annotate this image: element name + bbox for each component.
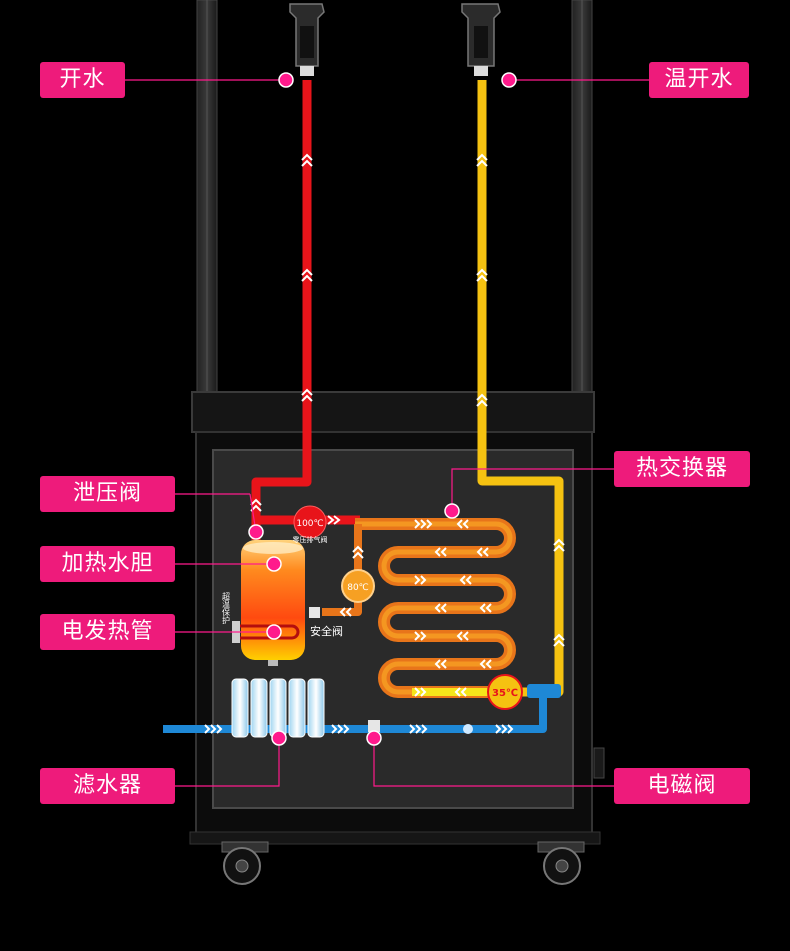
- leader-lines: [125, 79, 649, 787]
- exhaust-valve-label: 零压排气阀: [293, 535, 328, 544]
- callout-warm-boiling-water: 温开水: [649, 62, 749, 98]
- overheat-protection-label: 超温保护: [222, 591, 231, 625]
- solenoid-valve-icon: [368, 720, 380, 732]
- zero-pressure-exhaust-valve: 100℃ 零压排气阀: [293, 505, 328, 544]
- temp-80-badge: 80℃: [341, 569, 375, 603]
- temp-35-label: 35℃: [492, 688, 518, 699]
- temp-35-badge: 35℃: [487, 674, 523, 710]
- callout-water-filter: 滤水器: [40, 768, 175, 804]
- callout-boiling-water: 开水: [40, 62, 125, 98]
- callout-pressure-relief-valve: 泄压阀: [40, 476, 175, 512]
- callout-heating-tank: 加热水胆: [40, 546, 175, 582]
- temp-100-label: 100℃: [296, 519, 323, 529]
- heat-exchanger-coil: [355, 518, 516, 698]
- warm-water-faucet: [461, 3, 501, 76]
- orange-link-pipe: [322, 524, 364, 617]
- boiling-water-faucet: [289, 3, 325, 76]
- upper-frame: [196, 0, 593, 396]
- water-filter-cartridges: [231, 678, 325, 738]
- heating-tank: [241, 540, 305, 666]
- temp-80-label: 80℃: [347, 583, 369, 593]
- safety-valve-label: 安全阀: [310, 624, 343, 638]
- callout-heat-exchanger: 热交换器: [614, 451, 750, 487]
- callout-electric-heating-tube: 电发热管: [40, 614, 175, 650]
- marker-dots: [248, 72, 517, 746]
- safety-valve: 安全阀: [309, 607, 343, 638]
- callout-solenoid-valve: 电磁阀: [614, 768, 750, 804]
- caster-wheel-right: [537, 841, 585, 885]
- caster-wheel-left: [221, 841, 269, 885]
